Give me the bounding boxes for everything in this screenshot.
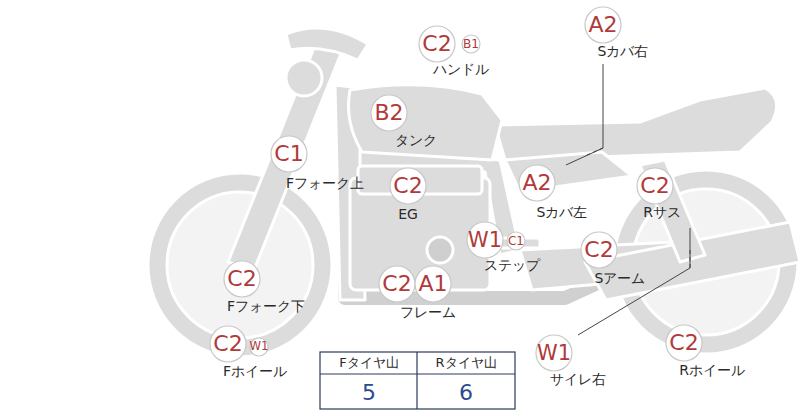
damage-code-circle: W1 <box>535 334 573 372</box>
part-name: タンク <box>395 133 437 148</box>
damage-code-circle: B1 <box>461 34 481 54</box>
part-name: Rホイール <box>679 363 745 378</box>
damage-code-circle: C2 <box>389 167 427 205</box>
part-name: Sアーム <box>595 271 646 286</box>
part-name: Rサス <box>643 205 681 220</box>
damage-code-circle: B2 <box>370 94 408 132</box>
damage-code-circle: C1 <box>270 135 308 173</box>
part-name: Sカバ左 <box>537 205 588 220</box>
damage-code: C1 <box>274 143 303 165</box>
damage-code: W1 <box>537 343 571 364</box>
damage-code: B2 <box>374 102 403 124</box>
damage-code: A2 <box>522 172 551 194</box>
damage-code: W1 <box>250 341 269 353</box>
damage-code-circle: C2 <box>665 324 703 362</box>
damage-code-circle: A1 <box>414 265 452 303</box>
damage-code-circle: C2 <box>418 25 456 63</box>
damage-code: A2 <box>588 14 617 36</box>
damage-code: C2 <box>640 175 669 197</box>
damage-code-circle: W1 <box>466 221 504 259</box>
damage-code-circle: C2 <box>223 260 261 298</box>
damage-code: C1 <box>508 235 524 247</box>
damage-code-circle: W1 <box>249 337 269 357</box>
damage-code-circle: A2 <box>584 6 622 44</box>
damage-code: C2 <box>227 268 256 290</box>
part-name: Fホイール <box>223 364 287 379</box>
damage-code: A1 <box>418 273 447 295</box>
part-name: ステップ <box>484 258 540 273</box>
table-header: Rタイヤ山 <box>435 356 496 370</box>
part-name: フレーム <box>400 305 456 320</box>
part-name: ハンドル <box>433 62 489 77</box>
damage-code-circle: C2 <box>636 167 674 205</box>
damage-code: C2 <box>213 333 242 355</box>
damage-code-circle: C2 <box>378 265 416 303</box>
damage-code-circle: C2 <box>580 231 618 269</box>
damage-code: B1 <box>463 38 479 50</box>
part-name: EG <box>398 207 418 222</box>
part-name: Sカバ右 <box>598 44 649 59</box>
damage-code-circle: C1 <box>506 231 526 251</box>
damage-code: C2 <box>584 239 613 261</box>
table-value: 5 <box>362 381 376 405</box>
part-name: Fフォーク上 <box>286 176 364 191</box>
damage-code-circle: C2 <box>209 325 247 363</box>
damage-code-circle: A2 <box>518 164 556 202</box>
damage-code: C2 <box>422 33 451 55</box>
table-value: 6 <box>459 381 473 405</box>
table-header: Fタイヤ山 <box>339 356 398 370</box>
part-name: Fフォーク下 <box>227 299 305 314</box>
damage-code: C2 <box>669 332 698 354</box>
part-name: サイレ右 <box>550 372 606 387</box>
damage-code: W1 <box>468 230 502 251</box>
damage-code: C2 <box>393 175 422 197</box>
damage-code: C2 <box>382 273 411 295</box>
